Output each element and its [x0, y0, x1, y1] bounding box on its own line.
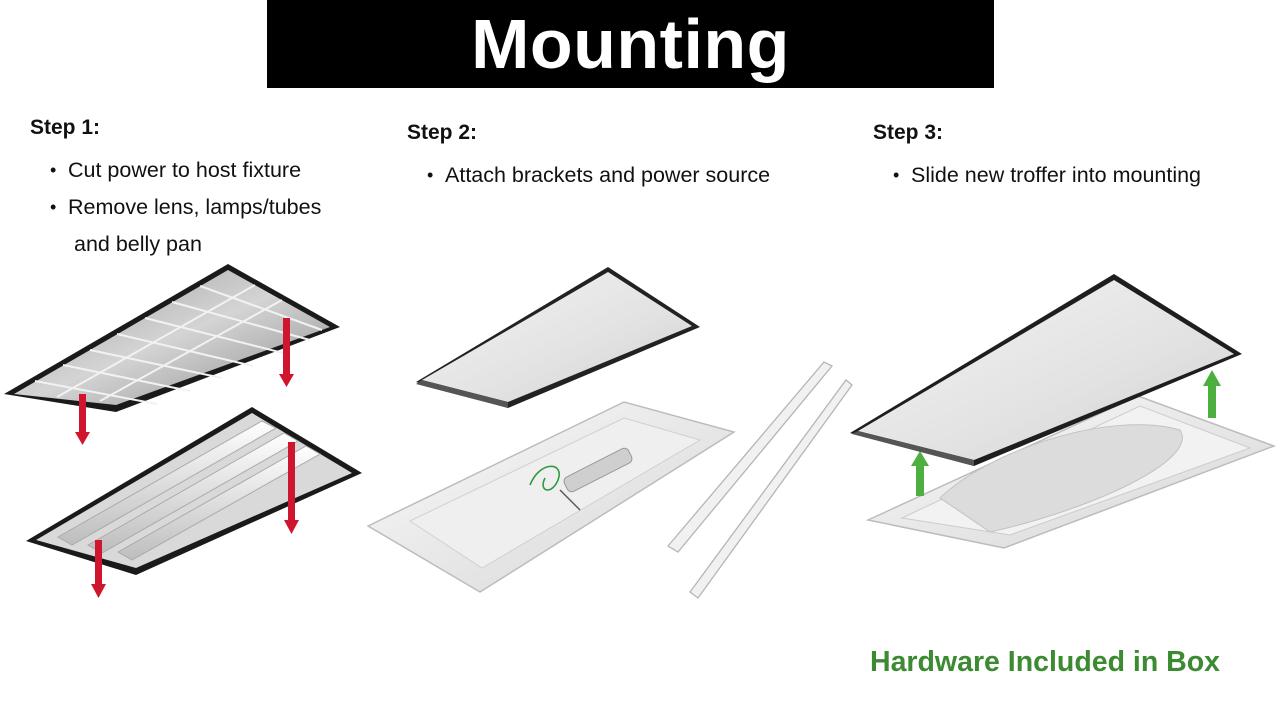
step-1-list: Cut power to host fixture Remove lens, l…: [30, 152, 321, 263]
step-2-heading: Step 2:: [407, 121, 478, 144]
step-1-bullet: Cut power to host fixture: [30, 152, 321, 189]
three-lamp-troffer-image: [26, 407, 362, 575]
step-1-bullet-continued: and belly pan: [74, 232, 202, 256]
down-arrow-icon: [75, 318, 294, 445]
retrofit-pan-with-driver-image: [366, 401, 736, 593]
step-1-section: Step 1: Cut power to host fixture Remove…: [30, 116, 321, 263]
parabolic-louver-fixture-image: [4, 264, 340, 412]
led-panel-image: [416, 267, 700, 408]
led-troffer-image: [850, 274, 1242, 466]
hardware-included-note: Hardware Included in Box: [870, 646, 1220, 678]
step-2-bullet: Attach brackets and power source: [407, 157, 770, 194]
step-1-heading: Step 1:: [30, 116, 101, 139]
step-2-list: Attach brackets and power source: [407, 157, 770, 194]
step-2-section: Step 2: Attach brackets and power source: [407, 121, 770, 194]
page-title: Mounting: [471, 5, 790, 83]
title-banner: Mounting: [267, 0, 994, 88]
down-arrow-icon: [91, 442, 299, 598]
step-3-list: Slide new troffer into mounting: [873, 157, 1201, 194]
step-1-bullet: Remove lens, lamps/tubes: [30, 189, 321, 226]
up-arrow-icon: [911, 370, 1221, 496]
step-3-heading: Step 3:: [873, 121, 944, 144]
step-3-bullet: Slide new troffer into mounting: [873, 157, 1201, 194]
host-housing-image: [865, 395, 1277, 549]
step-3-section: Step 3: Slide new troffer into mounting: [873, 121, 1201, 194]
mounting-bracket-rails-image: [667, 361, 853, 599]
